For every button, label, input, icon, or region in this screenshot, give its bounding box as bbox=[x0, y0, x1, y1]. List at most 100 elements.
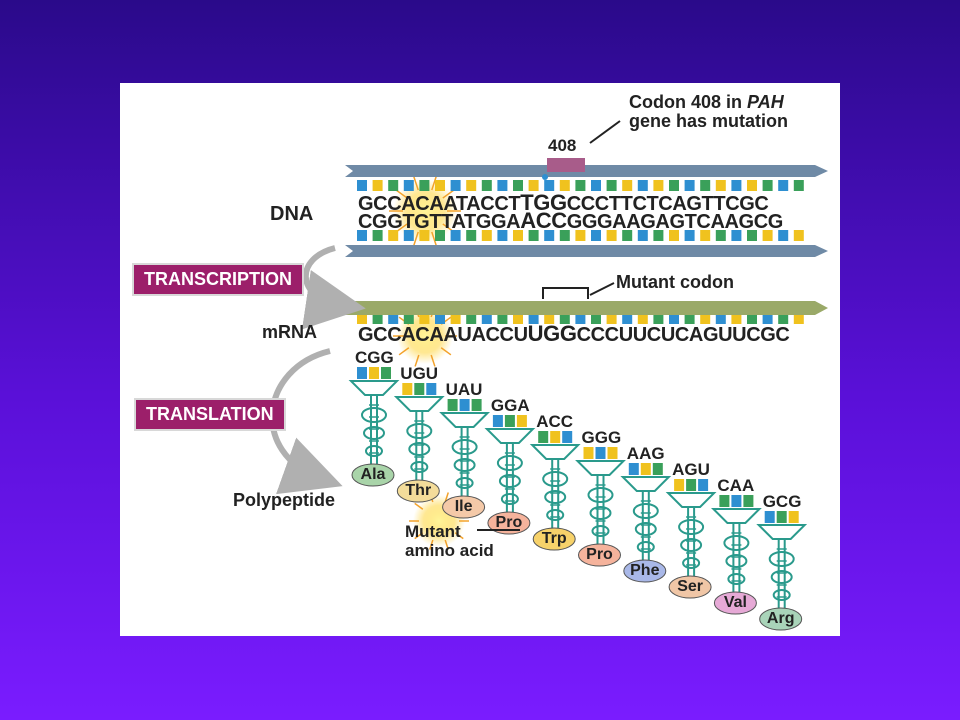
codon-note: Codon 408 in PAH gene has mutation bbox=[629, 93, 788, 131]
trna-anticodon-label: UAU bbox=[445, 380, 483, 399]
gene-name: PAH bbox=[747, 92, 784, 112]
trp-glow-ray bbox=[444, 492, 449, 503]
trna-anticodon-base bbox=[698, 479, 709, 491]
dna-top-left: GCCACAATACCT bbox=[358, 193, 521, 215]
trp-glow-ray bbox=[414, 502, 424, 510]
trna-loop bbox=[591, 525, 610, 537]
trna-head bbox=[710, 508, 762, 524]
mrna-base bbox=[715, 315, 726, 324]
amino-acid-bead bbox=[759, 607, 803, 631]
trna-anticodon-base bbox=[652, 463, 663, 475]
trna-anticodon-base bbox=[719, 495, 730, 507]
mrna-base bbox=[778, 315, 789, 324]
trna-head bbox=[529, 444, 581, 460]
dna-bottom-base bbox=[793, 230, 804, 241]
mrna-base bbox=[731, 315, 742, 324]
dna-bottom-base bbox=[606, 230, 617, 241]
dna-bottom-base bbox=[622, 230, 633, 241]
mrna-glow-ray bbox=[440, 347, 452, 356]
dna-top-base bbox=[715, 180, 726, 191]
trna-loop bbox=[410, 461, 429, 473]
mutant-aa-line2: amino acid bbox=[405, 541, 494, 560]
trna-anticodon-base bbox=[686, 479, 697, 491]
trna-loop bbox=[632, 503, 659, 519]
mrna-base bbox=[575, 315, 586, 324]
trna-loop bbox=[772, 589, 791, 601]
dna-bottom-mutant: ACC bbox=[520, 208, 567, 233]
trna-loop bbox=[725, 554, 748, 568]
mutant-amino-acid-label: Mutant amino acid bbox=[405, 522, 494, 560]
trna-anticodon-label: UGU bbox=[400, 364, 439, 383]
dna-bottom-base bbox=[747, 230, 757, 241]
dna-bottom-base bbox=[435, 230, 445, 241]
amino-acid-bead bbox=[442, 495, 486, 519]
mrna-strand bbox=[345, 282, 828, 324]
dna-top-base bbox=[403, 180, 414, 191]
trna-head bbox=[484, 428, 536, 444]
dna-top-base bbox=[575, 180, 586, 191]
dna-top-base bbox=[419, 180, 430, 191]
dna-top-base bbox=[762, 180, 773, 191]
dna-bottom-base bbox=[357, 230, 367, 241]
trna-anticodon-base bbox=[369, 367, 379, 379]
diagram-artwork bbox=[269, 120, 828, 631]
dna-top-base bbox=[559, 180, 570, 191]
dna-top-base bbox=[528, 180, 539, 191]
amino-acid-label: Pro bbox=[586, 546, 613, 563]
trna-loop bbox=[542, 471, 569, 487]
mrna-base bbox=[700, 315, 711, 324]
trna-anticodon-base bbox=[764, 511, 775, 523]
trna-anticodon-base bbox=[562, 431, 573, 443]
dna-top-base bbox=[435, 180, 445, 191]
codon-note-line2: gene has mutation bbox=[629, 111, 789, 131]
trna-0 bbox=[348, 367, 400, 487]
dna-top-base bbox=[700, 180, 711, 191]
dna-top-base bbox=[778, 180, 789, 191]
dna-top-base bbox=[591, 180, 601, 191]
dna-bottom-base bbox=[778, 230, 789, 241]
dna-bottom-backbone bbox=[345, 245, 828, 257]
trna-head bbox=[393, 396, 445, 412]
dna-glow-ray bbox=[431, 176, 437, 191]
trna-anticodon-base bbox=[516, 415, 527, 427]
mrna-base bbox=[419, 315, 430, 324]
trna-loop bbox=[361, 407, 387, 423]
mrna-base bbox=[762, 315, 773, 324]
mrna-base bbox=[466, 315, 477, 324]
trna-anticodon-label: CGG bbox=[355, 348, 394, 367]
dna-bottom-base bbox=[372, 230, 383, 241]
mrna-base bbox=[513, 315, 523, 324]
mrna-base bbox=[606, 315, 617, 324]
trna-loop bbox=[770, 570, 793, 584]
amino-acid-label: Pro bbox=[495, 514, 523, 531]
trna-loop bbox=[636, 541, 655, 553]
mrna-base bbox=[637, 315, 648, 324]
mrna-base bbox=[793, 315, 804, 324]
dna-top-base bbox=[747, 180, 757, 191]
dna-top-right: CCCTTCTCAGTTCGC bbox=[566, 193, 769, 215]
trna-anticodon-base bbox=[402, 383, 413, 395]
trna-anticodon-label: ACC bbox=[536, 412, 574, 431]
dna-mutation-glow bbox=[393, 179, 457, 243]
mrna-base bbox=[684, 315, 695, 324]
mrna-mutant: UGG bbox=[527, 321, 577, 346]
mrna-base bbox=[435, 315, 445, 324]
trna-anticodon-base bbox=[414, 383, 425, 395]
trna-anticodon-base bbox=[459, 399, 470, 411]
mrna-base bbox=[528, 315, 539, 324]
dna-bottom-left: CGGTGTTATGGA bbox=[358, 211, 521, 233]
dna-top-base bbox=[497, 180, 508, 191]
dna-bottom-base bbox=[653, 230, 664, 241]
dna-double-helix bbox=[345, 120, 828, 257]
mrna-sequence: GCCACAAUACCUUGGCCCUUCUCAGUUCGC bbox=[358, 323, 790, 346]
trna-loop bbox=[589, 506, 612, 520]
mutant-aa-line1: Mutant bbox=[405, 522, 461, 541]
dna-bottom-base bbox=[559, 230, 570, 241]
trna-anticodon-base bbox=[583, 447, 594, 459]
trna-anticodon-base bbox=[357, 367, 367, 379]
dna-bottom-base bbox=[388, 230, 399, 241]
trna-molecules bbox=[348, 367, 808, 631]
mrna-base bbox=[497, 315, 508, 324]
trna-anticodon-label: GCG bbox=[762, 492, 802, 511]
dna-bottom-base bbox=[544, 230, 555, 241]
